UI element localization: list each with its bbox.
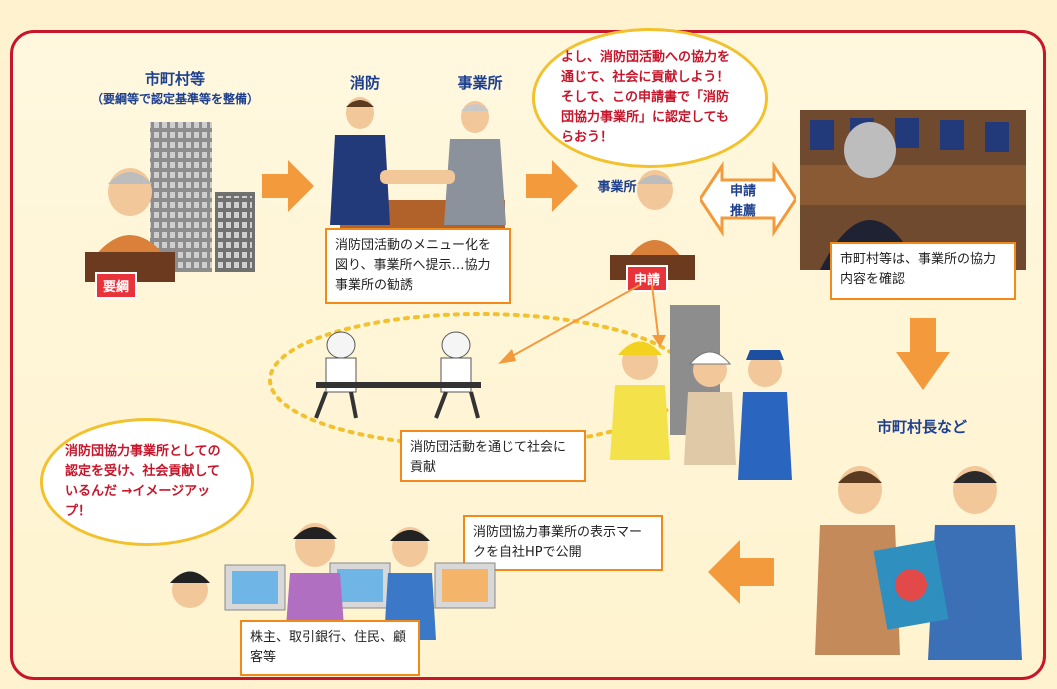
mayor-label: 市町村長など [876, 418, 967, 436]
apply-doc-label: 申請 [626, 265, 669, 292]
municipality-title: 市町村等 [144, 70, 205, 88]
contribute-box: 消防団活動を通じて社会に貢献 [400, 430, 586, 482]
flow-arrow-left [708, 540, 774, 604]
thought-bubble-top-text: よし、消防団活動への協力を通じて、社会に貢献しよう！そして、この申請書で「消防団… [561, 49, 731, 146]
flow-arrow-1 [262, 160, 314, 212]
business-label: 事業所 [457, 74, 503, 92]
menu-box: 消防団活動のメニュー化を図り、事業所へ提示…協力事業所の勧誘 [325, 228, 511, 304]
apply-recommend-line2: 推薦 [730, 204, 757, 219]
applicant-scene [610, 170, 695, 280]
apply-recommend-arrow [700, 161, 796, 237]
connector-arrows [498, 284, 666, 364]
apply-recommend-line1: 申請 [730, 184, 757, 199]
municipality-subtitle: （要綱等で認定基準等を整備） [90, 92, 259, 106]
fire-brigade-label: 消防 [349, 74, 380, 92]
firefighters-scene [610, 305, 792, 480]
award-scene [815, 466, 1022, 660]
publish-box: 消防団協力事業所の表示マークを自社HPで公開 [463, 515, 663, 571]
guideline-doc-label: 要綱 [95, 272, 138, 299]
audience-box: 株主、取引銀行、住民、顧客等 [240, 620, 420, 676]
flow-arrow-2 [526, 160, 578, 212]
thought-bubble-top: よし、消防団活動への協力を通じて、社会に貢献しよう！そして、この申請書で「消防団… [532, 28, 768, 168]
audience-scene [170, 523, 496, 640]
municipality-scene [85, 122, 255, 282]
thought-bubble-left-text: 消防団協力事業所としての認定を受け、社会貢献しているんだ →イメージアップ！ [65, 443, 221, 520]
handshake-scene [330, 97, 506, 235]
flow-arrow-down [896, 318, 950, 390]
thought-bubble-left: 消防団協力事業所としての認定を受け、社会貢献しているんだ →イメージアップ！ [40, 418, 254, 546]
business-label-2: 事業所 [597, 180, 637, 195]
confirm-box: 市町村等は、事業所の協力内容を確認 [830, 242, 1016, 300]
stretcher-scene [314, 331, 481, 419]
